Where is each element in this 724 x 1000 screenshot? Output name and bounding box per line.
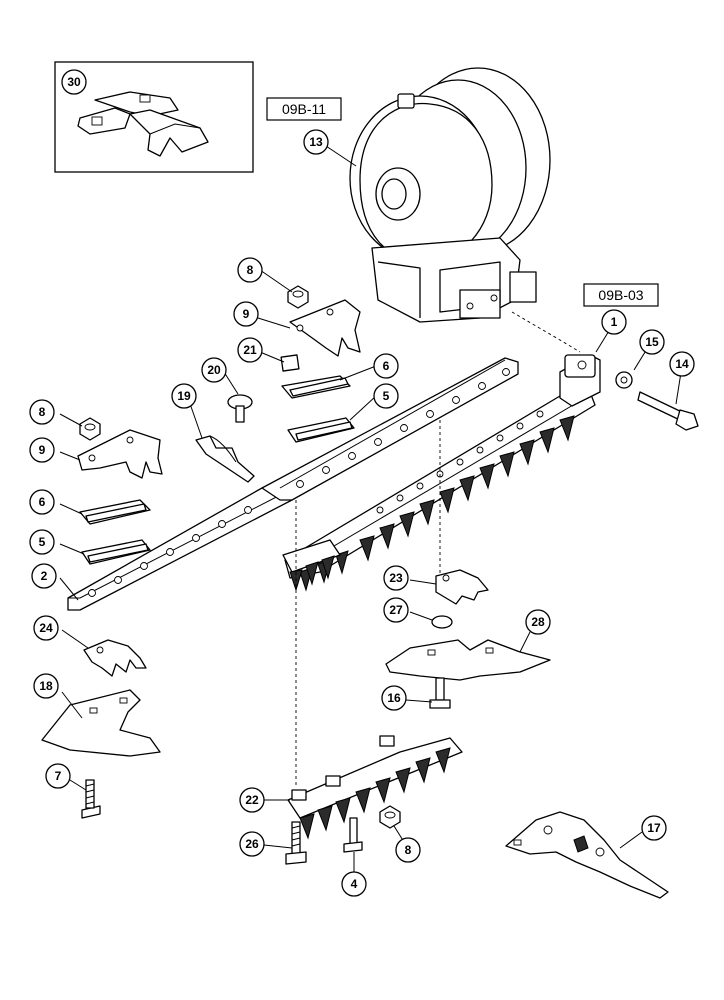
svg-text:14: 14 [675,357,689,371]
callout-17: 17 [641,815,667,841]
callout-2: 2 [31,563,57,589]
callout-14: 14 [669,351,695,377]
nut-part-8-upper [287,285,309,309]
callout-5-left: 5 [29,529,55,555]
callout-26: 26 [239,831,265,857]
shim-part-6-left [79,499,151,525]
svg-text:23: 23 [389,571,403,585]
svg-text:21: 21 [243,343,257,357]
bolt-part-26 [285,821,307,865]
svg-text:17: 17 [647,821,661,835]
alignment-lines [295,311,581,788]
shim-part-5-left [81,539,151,565]
callout-30: 30 [61,69,87,95]
callout-9-left: 9 [29,437,55,463]
washer-part-15 [615,371,633,389]
callout-27: 27 [383,597,409,623]
bolt-part-7 [81,779,101,819]
ref-box-label: 09B-03 [598,287,643,303]
svg-text:18: 18 [39,679,53,693]
svg-text:2: 2 [41,569,48,583]
svg-text:5: 5 [39,535,46,549]
svg-text:20: 20 [207,363,221,377]
plate-part-18 [41,689,161,757]
guard-part-23 [435,569,489,605]
callout-28: 28 [525,609,551,635]
part-17-clip [505,811,669,899]
callout-23: 23 [383,565,409,591]
washer-part-27 [431,615,453,629]
shim-part-5-upper [287,417,355,443]
callout-6-left: 6 [29,489,55,515]
callout-15: 15 [639,329,665,355]
callout-6-upper: 6 [373,353,399,379]
svg-text:4: 4 [351,877,358,891]
svg-text:19: 19 [177,389,191,403]
svg-text:24: 24 [39,621,53,635]
svg-text:22: 22 [245,793,259,807]
guard-part-22 [287,735,463,840]
svg-text:1: 1 [611,315,618,329]
callout-20: 20 [201,357,227,383]
strap-part-19 [195,435,255,483]
bolt-part-16 [429,677,451,709]
callout-19: 19 [171,383,197,409]
callout-4: 4 [341,871,367,897]
svg-text:28: 28 [531,615,545,629]
callout-8-upper: 8 [237,257,263,283]
svg-text:13: 13 [309,135,323,149]
callout-16: 16 [381,685,407,711]
callout-8-lower: 8 [395,837,421,863]
ref-box-09b-03[interactable]: 09B-03 [583,283,659,307]
svg-text:26: 26 [245,837,259,851]
bolt-part-14 [637,391,699,431]
callout-5-upper: 5 [373,383,399,409]
ref-box-label: 09B-11 [282,101,326,117]
knife-bolts [376,410,544,514]
shim-part-6-upper [281,375,351,399]
nut-part-8-left [79,417,101,441]
svg-text:8: 8 [247,263,254,277]
guard-part-24 [83,639,147,677]
svg-text:16: 16 [387,691,401,705]
svg-text:8: 8 [405,843,412,857]
cutter-bar-upper [261,357,519,501]
svg-text:7: 7 [55,769,62,783]
leader-lines [59,145,683,872]
knife-assembly [282,354,601,592]
svg-text:27: 27 [389,603,403,617]
inset-box-part-30 [54,61,254,173]
svg-text:5: 5 [383,389,390,403]
svg-text:9: 9 [243,307,250,321]
callout-8-left: 8 [29,399,55,425]
svg-text:6: 6 [39,495,46,509]
knife-teeth [299,415,575,592]
gearbox-assembly [349,67,551,323]
ref-box-09b-11[interactable]: 09B-11 [266,97,342,121]
svg-text:6: 6 [383,359,390,373]
guard-part-9-upper [289,299,361,357]
svg-text:8: 8 [39,405,46,419]
bolt-part-4 [343,817,363,853]
nut-part-8-lower [379,805,401,829]
callout-13: 13 [303,129,329,155]
svg-text:15: 15 [645,335,659,349]
plate-part-28 [385,639,551,681]
callout-22: 22 [239,787,265,813]
svg-text:30: 30 [67,75,81,89]
carriage-bolt-part-20 [227,394,253,423]
callout-7: 7 [45,763,71,789]
callout-18: 18 [33,673,59,699]
callout-24: 24 [33,615,59,641]
svg-text:9: 9 [39,443,46,457]
callout-21: 21 [237,337,263,363]
callout-1: 1 [601,309,627,335]
guard-part-9-left [77,429,163,479]
plate-part-21 [280,354,300,372]
callout-9-upper: 9 [233,301,259,327]
